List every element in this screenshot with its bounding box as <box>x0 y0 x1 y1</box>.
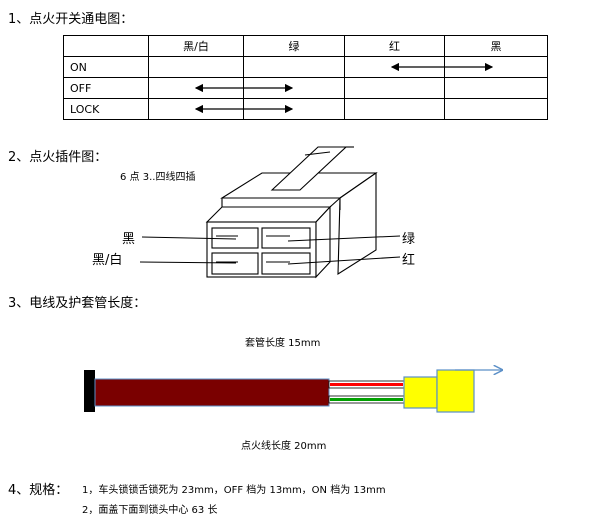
end-cap <box>84 370 95 412</box>
leader-red <box>287 256 401 265</box>
row-label: LOCK <box>63 98 149 120</box>
table-row: LOCK <box>63 98 548 120</box>
label-black: 黑 <box>122 232 136 247</box>
label-green: 绿 <box>402 232 416 247</box>
section4-title: 4、规格： <box>8 483 69 498</box>
green-wire-core <box>330 398 403 401</box>
section3-title: 3、电线及护套管长度： <box>8 296 147 311</box>
table-row: ON <box>63 56 548 78</box>
terminal-large <box>436 369 475 413</box>
leader-green <box>287 235 401 242</box>
connector-drawing <box>205 146 378 279</box>
spec-line-2: 2，面盖下面到锁头中心 63 长 <box>82 505 218 516</box>
red-wire-core <box>330 383 403 386</box>
switch-table: 黑/白 绿 红 黑 ON OFF LOCK <box>63 35 548 120</box>
spec-line-1: 1，车头锁锁舌锁死为 23mm，OFF 档为 13mm，ON 档为 13mm <box>82 485 386 496</box>
sleeve-length-label: 套管长度 15mm <box>245 338 321 349</box>
wire-length-label: 点火线长度 20mm <box>241 441 327 452</box>
connector-caption: 6 点 3..四线四插 <box>120 172 196 183</box>
section1-title: 1、点火开关通电图： <box>8 12 134 27</box>
label-red: 红 <box>402 253 416 268</box>
leader-black <box>141 236 237 240</box>
label-black-white: 黑/白 <box>92 253 123 268</box>
sleeve <box>94 378 330 407</box>
section2-title: 2、点火插件图： <box>8 150 108 165</box>
terminal-small <box>403 376 438 409</box>
leader-black-white <box>139 261 237 264</box>
